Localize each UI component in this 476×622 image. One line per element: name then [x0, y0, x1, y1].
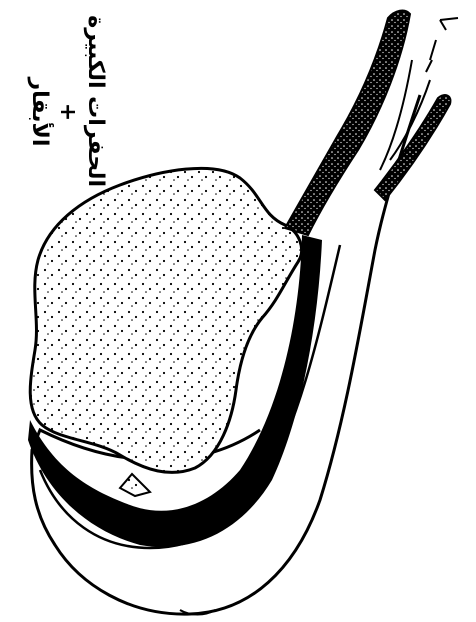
arrow-marker: [426, 18, 458, 72]
stalk-left: [285, 11, 410, 235]
handwritten-arabic-label: الحفرات الكبيرة + الأبقار: [25, 37, 109, 187]
dotted-mass: [30, 168, 301, 472]
label-line-3: الأبقار: [25, 37, 53, 187]
label-line-2: +: [53, 37, 81, 187]
label-line-1: الحفرات الكبيرة: [81, 37, 109, 187]
